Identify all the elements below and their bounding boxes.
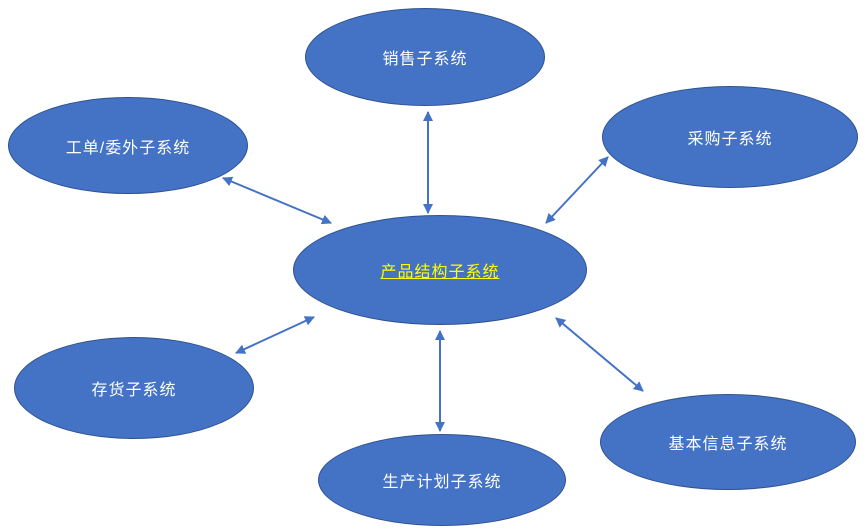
node-production-planning-subsystem: 生产计划子系统: [318, 434, 566, 526]
node-label-product-structure: 产品结构子系统: [380, 264, 500, 281]
node-product-structure-subsystem: 产品结构子系统: [293, 215, 587, 325]
node-purchase-subsystem: 采购子系统: [602, 86, 858, 188]
arrow-center-purchase: [545, 156, 609, 224]
node-label-purchase: 采购子系统: [687, 131, 773, 148]
arrow-center-inventory: [235, 316, 315, 354]
node-label-inventory: 存货子系统: [91, 382, 177, 399]
node-label-sales: 销售子系统: [382, 51, 468, 68]
node-label-basicinfo: 基本信息子系统: [668, 436, 788, 453]
arrow-center-workorder: [222, 176, 332, 225]
node-basic-info-subsystem: 基本信息子系统: [600, 394, 856, 490]
arrow-center-basicinfo: [555, 317, 644, 392]
node-workorder-outsourcing-subsystem: 工单/委外子系统: [8, 97, 248, 194]
node-inventory-subsystem: 存货子系统: [14, 337, 254, 439]
node-label-workorder: 工单/委外子系统: [65, 139, 191, 157]
node-sales-subsystem: 销售子系统: [305, 8, 545, 106]
node-label-production: 生产计划子系统: [382, 474, 502, 491]
